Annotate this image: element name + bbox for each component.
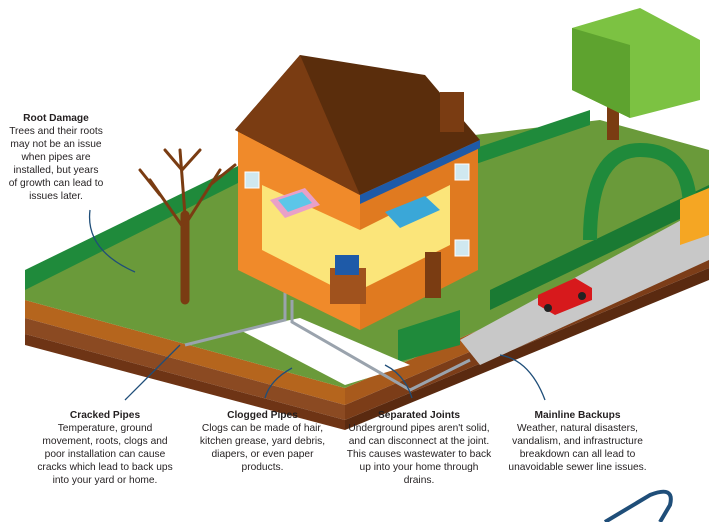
caption-title: Clogged Pipes bbox=[227, 410, 298, 421]
caption-line: unavoidable sewer line issues. bbox=[508, 462, 647, 473]
hedge-arch bbox=[583, 142, 697, 241]
caption-line: of growth can lead to bbox=[8, 178, 104, 189]
bare-tree bbox=[138, 148, 237, 305]
caption-clogged-pipes: Clogged Pipes Clogs can be made of hair,… bbox=[190, 409, 335, 474]
caption-line: issues later. bbox=[29, 191, 83, 202]
caption-line: products. bbox=[241, 462, 284, 473]
caption-separated-joints: Separated Joints Underground pipes aren'… bbox=[340, 409, 498, 487]
hedge-front bbox=[398, 310, 460, 362]
caption-root-damage: Root Damage Trees and their roots may no… bbox=[0, 112, 112, 203]
caption-line: movement, roots, clogs and bbox=[42, 436, 168, 447]
caption-title: Cracked Pipes bbox=[69, 410, 141, 421]
caption-line: Trees and their roots bbox=[9, 126, 103, 137]
hedge-left bbox=[25, 165, 240, 290]
caption-line: when pipes are bbox=[21, 152, 91, 163]
caption-line: Underground pipes aren't solid, bbox=[348, 423, 490, 434]
hedge-right bbox=[490, 185, 709, 310]
callout-arrows bbox=[88, 209, 546, 401]
caption-title: Mainline Backups bbox=[534, 410, 621, 421]
caption-line: Clogs can be made of hair, bbox=[201, 423, 324, 434]
caption-mainline-backups: Mainline Backups Weather, natural disast… bbox=[500, 409, 655, 474]
caption-line: Temperature, ground bbox=[57, 423, 153, 434]
caption-line: Weather, natural disasters, bbox=[517, 423, 638, 434]
red-car bbox=[538, 278, 592, 315]
caption-line: installed, but years bbox=[13, 165, 99, 176]
caption-title: Separated Joints bbox=[377, 410, 461, 421]
caption-line: and can disconnect at the joint. bbox=[348, 436, 490, 447]
caption-line: may not be an issue bbox=[10, 139, 102, 150]
caption-line: vandalism, and infrastructure bbox=[512, 436, 643, 447]
caption-line: up into your home through bbox=[359, 462, 479, 473]
hedge-back bbox=[470, 110, 590, 166]
caption-line: poor installation can cause bbox=[44, 449, 166, 460]
leafy-tree bbox=[572, 8, 700, 140]
caption-line: drains. bbox=[403, 475, 435, 486]
caption-line: cracks which lead to back ups bbox=[37, 462, 173, 473]
caption-line: kitchen grease, yard debris, bbox=[199, 436, 326, 447]
caption-title: Root Damage bbox=[23, 113, 89, 124]
trench bbox=[240, 318, 410, 385]
caption-line: diapers, or even paper bbox=[211, 449, 314, 460]
caption-line: breakdown can all lead to bbox=[519, 449, 636, 460]
truck bbox=[680, 188, 709, 245]
caption-cracked-pipes: Cracked Pipes Temperature, ground moveme… bbox=[25, 409, 185, 487]
house bbox=[235, 55, 480, 330]
caption-line: This causes wastewater to back bbox=[346, 449, 492, 460]
plumber-logo bbox=[603, 489, 673, 522]
caption-line: into your yard or home. bbox=[52, 475, 158, 486]
